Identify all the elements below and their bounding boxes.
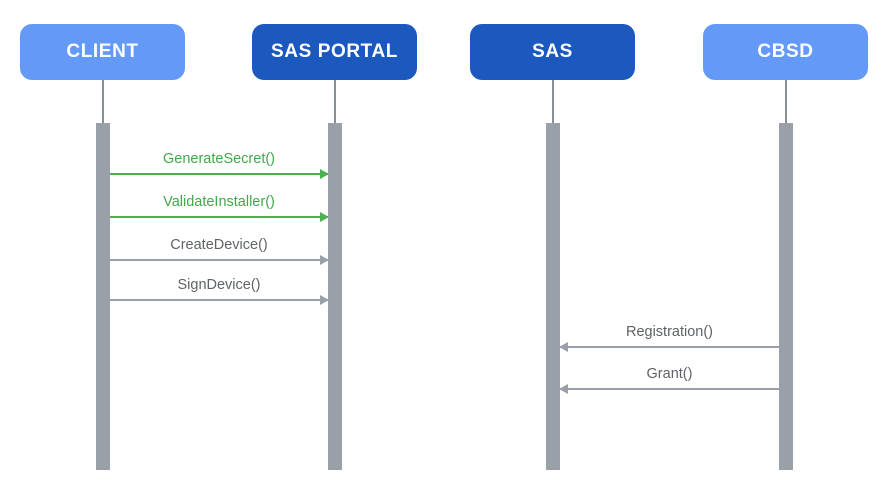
actor-box-client[interactable]: CLIENT	[20, 24, 185, 80]
lifeline-sas-portal	[334, 80, 336, 123]
actor-label-sas: SAS	[532, 41, 573, 62]
message-createdevice: CreateDevice()	[110, 237, 329, 265]
actor-label-cbsd: CBSD	[757, 41, 814, 62]
message-generatesecret: GenerateSecret()	[110, 151, 329, 179]
actor-label-client: CLIENT	[66, 41, 139, 62]
message-line	[110, 216, 328, 218]
arrowhead-right-icon	[320, 169, 329, 179]
lifeline-sas	[552, 80, 554, 123]
message-label: GenerateSecret()	[162, 151, 276, 167]
actor-box-sas[interactable]: SAS	[470, 24, 635, 80]
message-label: CreateDevice()	[170, 237, 268, 253]
message-label: Registration()	[625, 324, 714, 340]
activation-bar-sas-portal	[328, 123, 342, 470]
message-line	[110, 299, 328, 301]
message-registration: Registration()	[559, 324, 779, 352]
message-line	[560, 388, 779, 390]
arrowhead-left-icon	[559, 384, 568, 394]
lifeline-cbsd	[785, 80, 787, 123]
arrowhead-right-icon	[320, 295, 329, 305]
message-label: Grant()	[646, 366, 693, 382]
arrowhead-right-icon	[320, 255, 329, 265]
actor-box-sas-portal[interactable]: SAS PORTAL	[252, 24, 417, 80]
arrowhead-right-icon	[320, 212, 329, 222]
lifeline-client	[102, 80, 104, 123]
message-label: SignDevice()	[177, 277, 261, 293]
message-grant: Grant()	[559, 366, 779, 394]
message-label: ValidateInstaller()	[163, 194, 275, 210]
activation-bar-sas	[546, 123, 560, 470]
message-line	[110, 259, 328, 261]
message-line	[110, 173, 328, 175]
message-validateinstaller: ValidateInstaller()	[110, 194, 329, 222]
actor-box-cbsd[interactable]: CBSD	[703, 24, 868, 80]
message-line	[560, 346, 779, 348]
activation-bar-cbsd	[779, 123, 793, 470]
activation-bar-client	[96, 123, 110, 470]
arrowhead-left-icon	[559, 342, 568, 352]
message-signdevice: SignDevice()	[110, 277, 329, 305]
actor-label-sas-portal: SAS PORTAL	[270, 41, 399, 62]
